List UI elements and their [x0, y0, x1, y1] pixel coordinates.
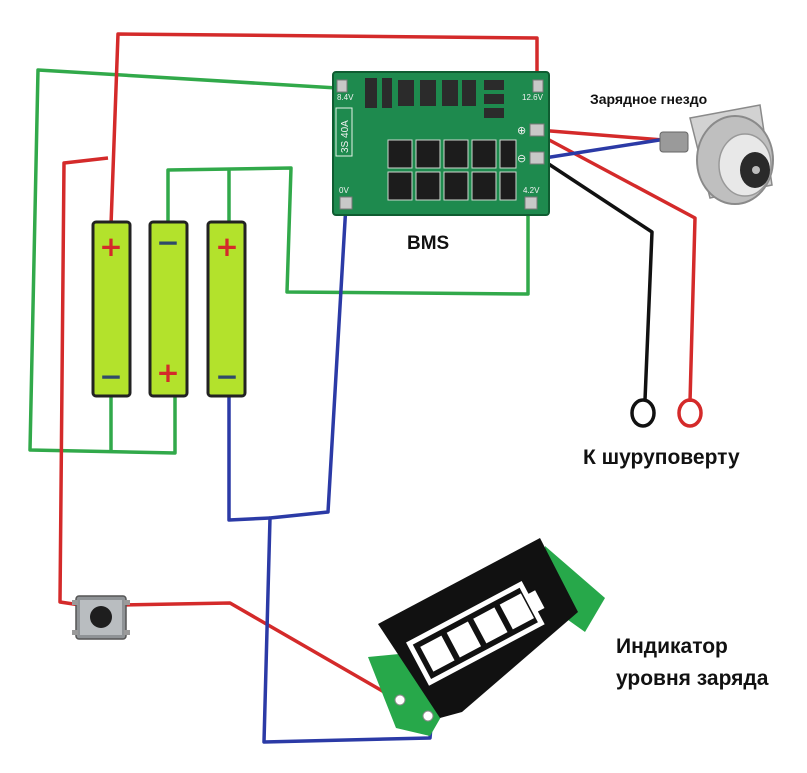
- bms-marking-84v: 8.4V: [337, 93, 354, 102]
- cell-1-bottom-sign: −: [99, 360, 122, 393]
- green-wires: [28, 68, 530, 455]
- bms-label: BMS: [407, 233, 450, 254]
- battery-cells: + − − + + −: [91, 220, 247, 398]
- battery-cell-1: + −: [91, 220, 132, 398]
- battery-cell-2: − +: [148, 220, 189, 398]
- red-wire-bms-to-switch: [58, 156, 109, 607]
- drill-label: К шуруповерту: [583, 446, 740, 469]
- pad-0v: [339, 196, 353, 210]
- cell-3-top-sign: +: [215, 230, 238, 263]
- black-wire-bms-minus-to-drill: [537, 155, 654, 401]
- bms-marking-42v: 4.2V: [523, 186, 540, 195]
- cell-3-bottom-sign: −: [215, 360, 238, 393]
- red-wire-cell1-plus-to-bms-126v: [109, 32, 539, 226]
- indicator-bar-2: [446, 621, 482, 658]
- blue-wire-cell3-minus: [227, 395, 271, 522]
- pad-4-2v: [524, 196, 538, 210]
- bms-marking-plus: ⊕: [517, 124, 526, 137]
- indicator-pad-positive: [394, 694, 406, 706]
- bms-pads: [336, 79, 545, 210]
- indicator-battery-icon: [406, 581, 545, 686]
- bms-top-components: [365, 78, 504, 118]
- drill-terminals: [630, 398, 703, 428]
- bms-marking-126v: 12.6V: [522, 93, 544, 102]
- drill-terminal-negative: [630, 398, 656, 428]
- green-wire-cells-top-bridge: [166, 166, 530, 296]
- push-button-icon: [72, 595, 130, 640]
- indicator-display: [378, 538, 578, 718]
- charge-indicator: [368, 538, 605, 736]
- cell-2-top-sign: −: [156, 226, 179, 259]
- bms-model-box: [335, 107, 353, 157]
- bms-mosfets: [387, 139, 517, 201]
- pad-plus: [529, 123, 545, 137]
- red-wires: [58, 32, 697, 702]
- bms-board: 8.4V 12.6V 0V 4.2V ⊕ ⊖ 3S 40A: [332, 71, 550, 216]
- black-wires: [537, 155, 654, 401]
- drill-terminal-positive: [677, 398, 703, 428]
- blue-wire-bms-minus-to-jack: [537, 136, 673, 161]
- red-wire-bms-plus-to-jack: [537, 128, 664, 142]
- battery-cell-3: + −: [206, 220, 247, 398]
- cell-1-top-sign: +: [99, 230, 122, 263]
- dc-jack-icon: [659, 104, 774, 205]
- pad-8-4v: [336, 79, 348, 93]
- red-wire-switch-to-indicator: [121, 601, 399, 702]
- red-wire-bms-plus-to-drill: [537, 132, 697, 403]
- cell-2-bottom-sign: +: [156, 356, 179, 389]
- indicator-pad-negative: [422, 710, 434, 722]
- indicator-bar-1: [420, 635, 455, 672]
- bms-marking-minus: ⊖: [517, 152, 526, 165]
- green-wire-bms-84v-to-left-loop: [28, 68, 338, 455]
- indicator-label-line2: уровня заряда: [616, 667, 769, 690]
- charging-jack-label: Зарядное гнездо: [590, 91, 708, 107]
- bms-marking-0v: 0V: [339, 186, 349, 195]
- pad-minus: [529, 151, 545, 165]
- bms-model-text: 3S 40A: [340, 120, 351, 153]
- pad-12-6v: [532, 79, 544, 93]
- indicator-bar-4: [499, 593, 535, 630]
- indicator-bar-3: [473, 607, 508, 644]
- indicator-label-line1: Индикатор: [616, 635, 728, 658]
